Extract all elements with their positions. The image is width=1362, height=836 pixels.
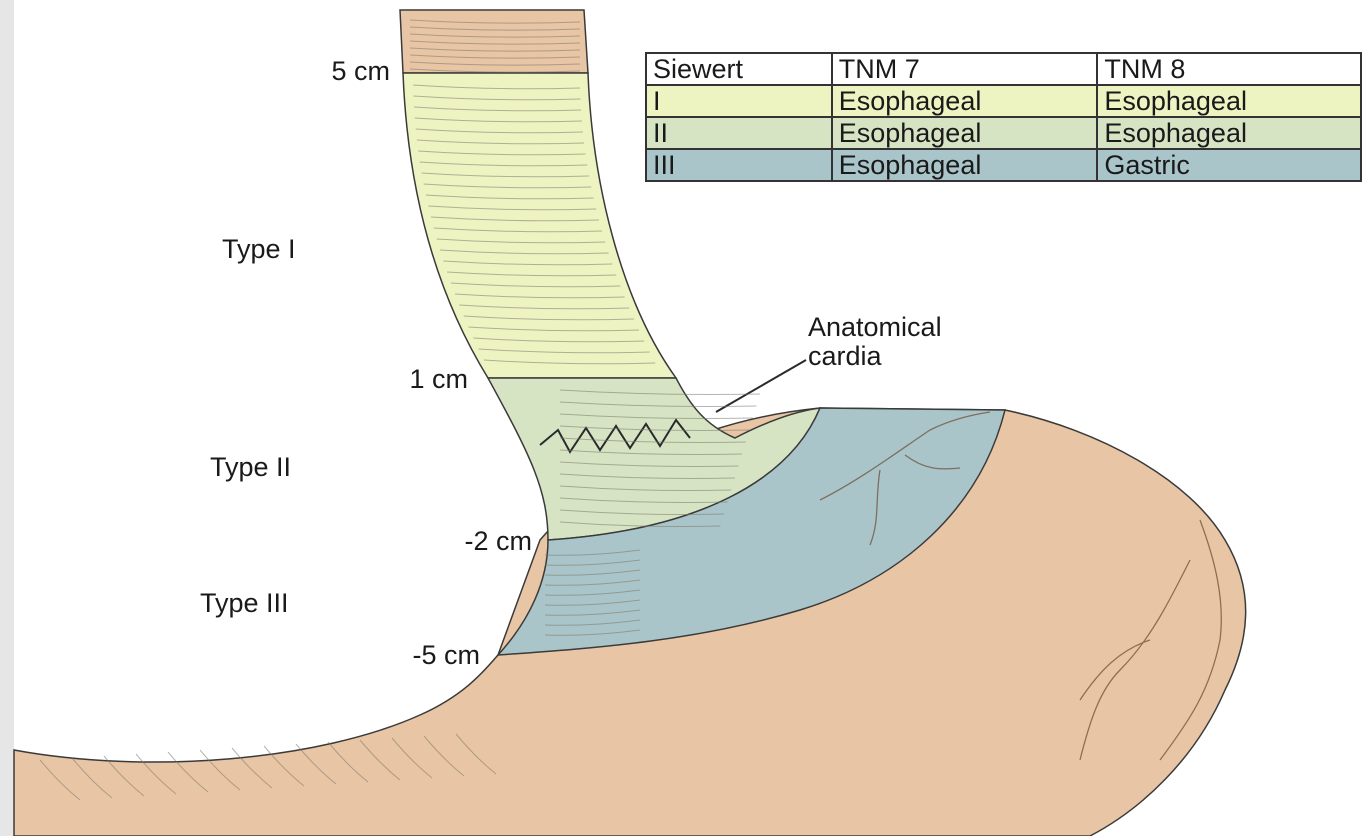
label-minus-5cm: -5 cm [350,640,480,671]
label-minus-2cm: -2 cm [406,526,532,557]
cell-type: I [646,85,832,117]
cell-tnm7: Esophageal [832,149,1098,181]
table-row: I Esophageal Esophageal [646,85,1361,117]
label-5cm: 5 cm [268,56,390,87]
label-type-2: Type II [210,452,291,483]
annotation-line-2: cardia [808,342,942,371]
table-row: III Esophageal Gastric [646,149,1361,181]
cell-tnm7: Esophageal [832,85,1098,117]
type-1-zone [403,73,676,378]
cell-tnm8: Esophageal [1097,85,1361,117]
header-siewert: Siewert [646,53,832,85]
cell-tnm8: Esophageal [1097,117,1361,149]
cell-tnm7: Esophageal [832,117,1098,149]
header-tnm7: TNM 7 [832,53,1098,85]
annotation-line-1: Anatomical [808,313,942,342]
cell-type: III [646,149,832,181]
cardia-leader-line [716,360,806,412]
anatomical-cardia-label: Anatomical cardia [808,313,942,371]
label-1cm: 1 cm [346,364,468,395]
label-type-1: Type I [222,234,296,265]
label-type-3: Type III [200,588,289,619]
table-header-row: Siewert TNM 7 TNM 8 [646,53,1361,85]
cell-tnm8: Gastric [1097,149,1361,181]
table-row: II Esophageal Esophageal [646,117,1361,149]
cell-type: II [646,117,832,149]
siewert-tnm-table: Siewert TNM 7 TNM 8 I Esophageal Esophag… [645,52,1362,182]
header-tnm8: TNM 8 [1097,53,1361,85]
